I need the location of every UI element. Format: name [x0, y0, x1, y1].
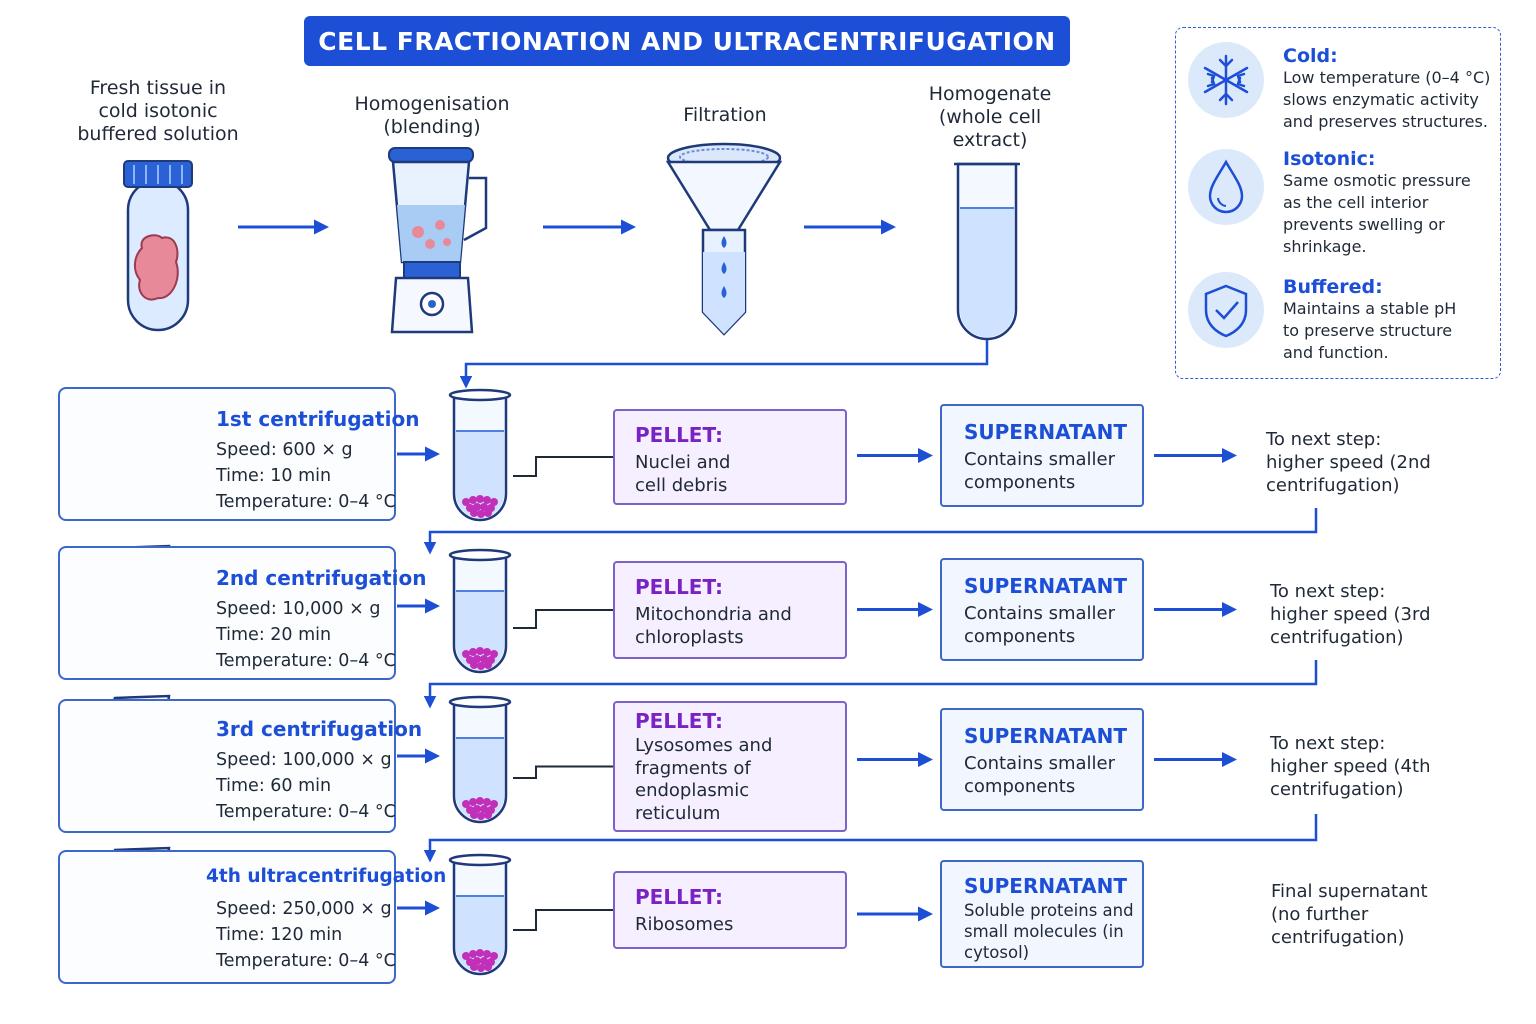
pellet-text: Nuclei and cell debris [635, 452, 731, 496]
tissue-tube-icon [123, 160, 193, 332]
centrifuge-tube-icon [448, 388, 512, 522]
pellet-heading: PELLET: [635, 709, 724, 733]
pellet-heading: PELLET: [635, 423, 724, 447]
info-isotonic: Isotonic: Same osmotic pressure as the c… [1283, 148, 1473, 258]
pellet-box-2: PELLET: Mitochondria and chloroplasts [613, 561, 847, 659]
next-step-4: Final supernatant (no further centrifuga… [1271, 881, 1428, 948]
step-title: 4th ultracentrifugation [206, 866, 447, 887]
pellet-box-3: PELLET: Lysosomes and fragments of endop… [613, 701, 847, 832]
step-speed: Speed: 10,000 × g [216, 599, 381, 619]
tube-to-pellet-line-1 [513, 456, 613, 477]
water-drop-icon [1188, 149, 1264, 225]
supernatant-text: Soluble proteins and small molecules (in… [964, 901, 1134, 962]
pellet-box-1: PELLET: Nuclei and cell debris [613, 409, 847, 505]
supernatant-heading: SUPERNATANT [964, 874, 1127, 898]
blender-icon [388, 147, 488, 334]
step-time: Time: 60 min [216, 776, 332, 796]
centrifuge-tube-icon [448, 853, 512, 976]
step-time: Time: 20 min [216, 625, 332, 645]
centrifuge-tube-icon [448, 695, 512, 824]
step-temperature: Temperature: 0–4 °C [216, 651, 396, 671]
tube-to-pellet-line-2 [513, 609, 613, 629]
step-card-2: 2nd centrifugation Speed: 10,000 × g Tim… [58, 546, 427, 680]
step-temperature: Temperature: 0–4 °C [216, 802, 396, 822]
info-panel [1175, 27, 1501, 379]
supernatant-box-3: SUPERNATANT Contains smaller components [940, 708, 1144, 811]
pellet-text: Ribosomes [635, 914, 734, 935]
shield-check-icon [1188, 272, 1264, 348]
step-temperature: Temperature: 0–4 °C [216, 492, 396, 512]
info-isotonic-heading: Isotonic: [1283, 148, 1376, 170]
tube-to-pellet-line-3 [513, 765, 613, 779]
supernatant-text: Contains smaller components [964, 753, 1116, 797]
info-buffered-heading: Buffered: [1283, 276, 1383, 298]
step-title: 1st centrifugation [216, 407, 420, 431]
step-temperature: Temperature: 0–4 °C [216, 951, 396, 971]
info-cold-heading: Cold: [1283, 45, 1338, 67]
row-connectors [423, 508, 1318, 863]
supernatant-box-4: SUPERNATANT Soluble proteins and small m… [940, 860, 1144, 968]
step-speed: Speed: 250,000 × g [216, 899, 392, 919]
info-cold-text: Low temperature (0–4 °C) slows enzymatic… [1283, 68, 1491, 131]
supernatant-box-1: SUPERNATANT Contains smaller components [940, 404, 1144, 507]
snowflake-icon [1188, 42, 1264, 118]
supernatant-box-2: SUPERNATANT Contains smaller components [940, 558, 1144, 661]
top-step-label-homogenisation: Homogenisation (blending) [354, 93, 510, 138]
step-speed: Speed: 600 × g [216, 440, 353, 460]
next-step-3: To next step: higher speed (4th centrifu… [1270, 733, 1431, 800]
tube-to-pellet-line-4 [513, 909, 613, 931]
supernatant-heading: SUPERNATANT [964, 574, 1127, 598]
info-buffered-text: Maintains a stable pH to preserve struct… [1283, 299, 1457, 362]
step-time: Time: 120 min [216, 925, 343, 945]
info-isotonic-text: Same osmotic pressure as the cell interi… [1283, 171, 1471, 256]
info-cold: Cold: Low temperature (0–4 °C) slows enz… [1283, 45, 1495, 133]
supernatant-heading: SUPERNATANT [964, 420, 1127, 444]
centrifuge-tube-icon [448, 548, 512, 674]
homogenate-tube-icon [954, 162, 1020, 341]
pellet-text: Lysosomes and fragments of endoplasmic r… [635, 735, 773, 824]
supernatant-text: Contains smaller components [964, 603, 1116, 647]
step-card-4: 4th ultracentrifugation Speed: 250,000 ×… [58, 850, 446, 984]
next-step-1: To next step: higher speed (2nd centrifu… [1266, 429, 1431, 496]
step-title: 3rd centrifugation [216, 717, 423, 741]
connector-homogenate-to-step1 [459, 340, 989, 389]
top-step-label-tissue: Fresh tissue in cold isotonic buffered s… [77, 77, 239, 145]
funnel-filter-icon [665, 142, 783, 336]
step-time: Time: 10 min [216, 466, 332, 486]
step-card-3: 3rd centrifugation Speed: 100,000 × g Ti… [58, 699, 422, 833]
pellet-box-4: PELLET: Ribosomes [613, 871, 847, 949]
next-step-2: To next step: higher speed (3rd centrifu… [1270, 581, 1431, 648]
supernatant-heading: SUPERNATANT [964, 724, 1127, 748]
supernatant-text: Contains smaller components [964, 449, 1116, 493]
step-title: 2nd centrifugation [216, 566, 427, 590]
pellet-heading: PELLET: [635, 575, 724, 599]
top-step-label-filtration: Filtration [683, 104, 767, 126]
top-step-label-homogenate: Homogenate (whole cell extract) [928, 83, 1052, 151]
info-buffered: Buffered: Maintains a stable pH to prese… [1283, 276, 1463, 364]
step-card-1: 1st centrifugation Speed: 600 × g Time: … [58, 387, 419, 521]
step-speed: Speed: 100,000 × g [216, 750, 392, 770]
pellet-text: Mitochondria and chloroplasts [635, 604, 792, 648]
page-title: CELL FRACTIONATION AND ULTRACENTRIFUGATI… [304, 16, 1070, 66]
pellet-heading: PELLET: [635, 885, 724, 909]
